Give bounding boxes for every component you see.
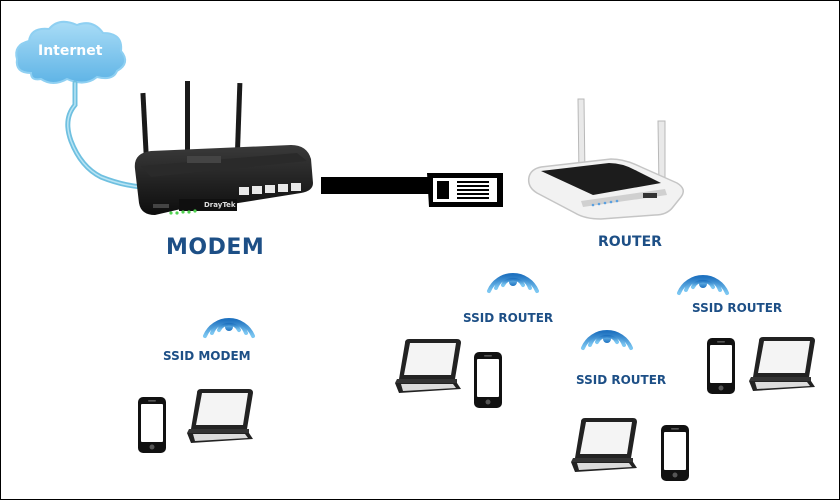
internet-label: Internet [38, 43, 103, 59]
internet-cloud-icon [15, 20, 127, 84]
phone-icon [661, 425, 689, 481]
modem-brand-text: DrayTek [204, 201, 236, 209]
laptop-icon [187, 389, 253, 443]
wifi-icon [203, 318, 255, 338]
internet-cable [65, 80, 144, 190]
phone-icon [474, 352, 502, 408]
ssid-modem-label: SSID MODEM [163, 349, 251, 363]
phone-icon [707, 338, 735, 394]
router-device-icon [527, 98, 684, 220]
laptop-icon [571, 418, 637, 472]
laptop-icon [749, 337, 815, 391]
ssid-router-label: SSID ROUTER [463, 311, 554, 325]
phone-icon [138, 397, 166, 453]
modem-device-icon [134, 81, 313, 215]
modem-label: MODEM [166, 235, 265, 260]
ethernet-cable-icon [321, 173, 503, 207]
ssid-router-label: SSID ROUTER [692, 301, 783, 315]
wifi-icon [581, 330, 633, 350]
wifi-icon [677, 275, 729, 295]
ssid-router-label: SSID ROUTER [576, 373, 667, 387]
wifi-icon [487, 273, 539, 293]
router-label: ROUTER [598, 234, 662, 250]
laptop-icon [395, 339, 461, 393]
